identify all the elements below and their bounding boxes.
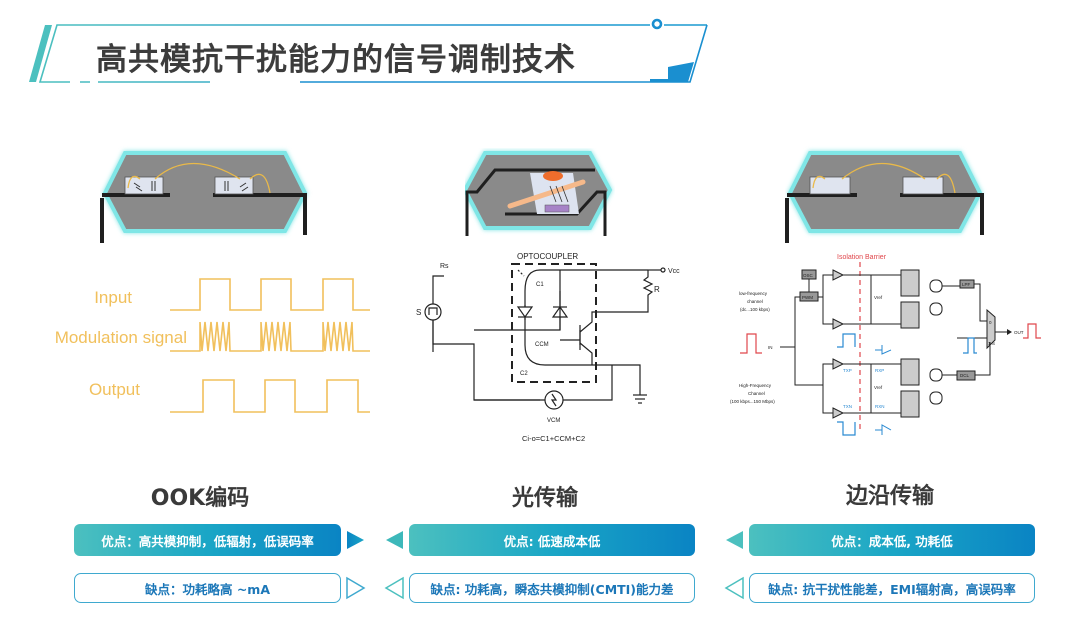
wave-label-input: Input [94, 288, 132, 307]
capacitive-package-icon [100, 151, 308, 243]
arrow-right-outline-icon [346, 576, 366, 600]
low-freq-label-3: (dc...100 kbps) [740, 307, 770, 312]
output-pulse [1023, 323, 1041, 339]
output-wave [170, 379, 370, 413]
pwm-label: PWM [802, 295, 813, 300]
banner-dot-icon [651, 18, 663, 30]
section-title-optical: 光传输 [511, 486, 578, 511]
label-c2: C2 [520, 371, 528, 377]
arrow-left-outline-icon [724, 576, 744, 600]
input-wave [170, 278, 370, 311]
arrow-left-filled-icon [386, 531, 403, 549]
isolation-barrier-label: Isolation Barrier [837, 254, 887, 261]
input-pulse [740, 333, 762, 354]
wave-label-output: Output [88, 380, 140, 399]
con-box-ook: 缺点：功耗略高 ~mA [74, 573, 341, 603]
vref-label-2: Vref [874, 385, 883, 390]
pro-box-edge: 优点：成本低, 功耗低 [749, 524, 1035, 556]
ook-waveforms [170, 278, 370, 413]
label-source: S [416, 308, 421, 317]
high-freq-label-1: High-Frequency [739, 383, 772, 388]
osc-label: OSC [803, 273, 814, 278]
pro-box-optical: 优点: 低速成本低 [409, 524, 695, 556]
con-box-optical: 缺点: 功耗高，瞬态共模抑制(CMTI)能力差 [409, 573, 695, 603]
optical-package-icon [465, 151, 613, 236]
low-freq-label-1: low-frequency [739, 291, 768, 296]
section-title-ook: OOK编码 [150, 486, 250, 511]
page-title: 高共模抗干扰能力的信号调制技术 [96, 42, 576, 78]
txn-label: TXN [843, 404, 852, 409]
optocoupler-boundary [511, 263, 597, 383]
edge-transmission-schematic: Isolation Barrier [730, 254, 1041, 436]
edge-package-icon [785, 151, 984, 243]
in-label: IN [768, 345, 773, 350]
wave-label-modulation: Modulation signal [54, 328, 187, 347]
banner-accent-bar [29, 25, 52, 82]
rxn-label: RXN [875, 404, 885, 409]
mux-1-label: 1 [988, 341, 991, 346]
capacitance-formula: Ci-o=C1+CCM+C2 [522, 434, 585, 443]
lpf-label: LPF [962, 282, 971, 287]
section-title-edge: 边沿传输 [845, 484, 934, 509]
pointer-arrows [346, 531, 744, 600]
mux-0-label: 0 [989, 320, 992, 325]
low-freq-label-2: channel [747, 299, 763, 304]
dcl-label: DCL [960, 373, 969, 378]
high-freq-label-2: Channel [748, 391, 765, 396]
label-rs: Rs [440, 263, 449, 270]
optocoupler-title: OPTOCOUPLER [517, 252, 578, 261]
txp-label: TXP [843, 368, 852, 373]
out-label: OUT [1014, 330, 1024, 335]
con-box-edge: 缺点: 抗干扰性能差，EMI辐射高，高误码率 [749, 573, 1035, 603]
optocoupler-schematic: OPTOCOUPLER Rs S Vcc R C1 CCM C2 VCM [416, 252, 680, 443]
pro-box-ook: 优点：高共模抑制，低辐射，低误码率 [74, 524, 341, 556]
arrow-left-outline-icon [384, 576, 404, 600]
label-ccm: CCM [535, 342, 549, 348]
high-freq-label-3: (100 kbps...150 Mbps) [730, 399, 775, 404]
arrow-right-filled-icon [347, 531, 364, 549]
rxp-label: RXP [875, 368, 884, 373]
arrow-left-filled-icon [726, 531, 743, 549]
label-r: R [654, 285, 660, 294]
mux-s-label: S [992, 341, 995, 346]
label-vcc: Vcc [668, 268, 680, 275]
title-banner-frame [29, 18, 708, 84]
label-c1: C1 [536, 282, 544, 288]
label-vcm: VCM [547, 418, 560, 424]
modulation-wave [170, 321, 370, 352]
vref-label-1: Vref [874, 295, 883, 300]
